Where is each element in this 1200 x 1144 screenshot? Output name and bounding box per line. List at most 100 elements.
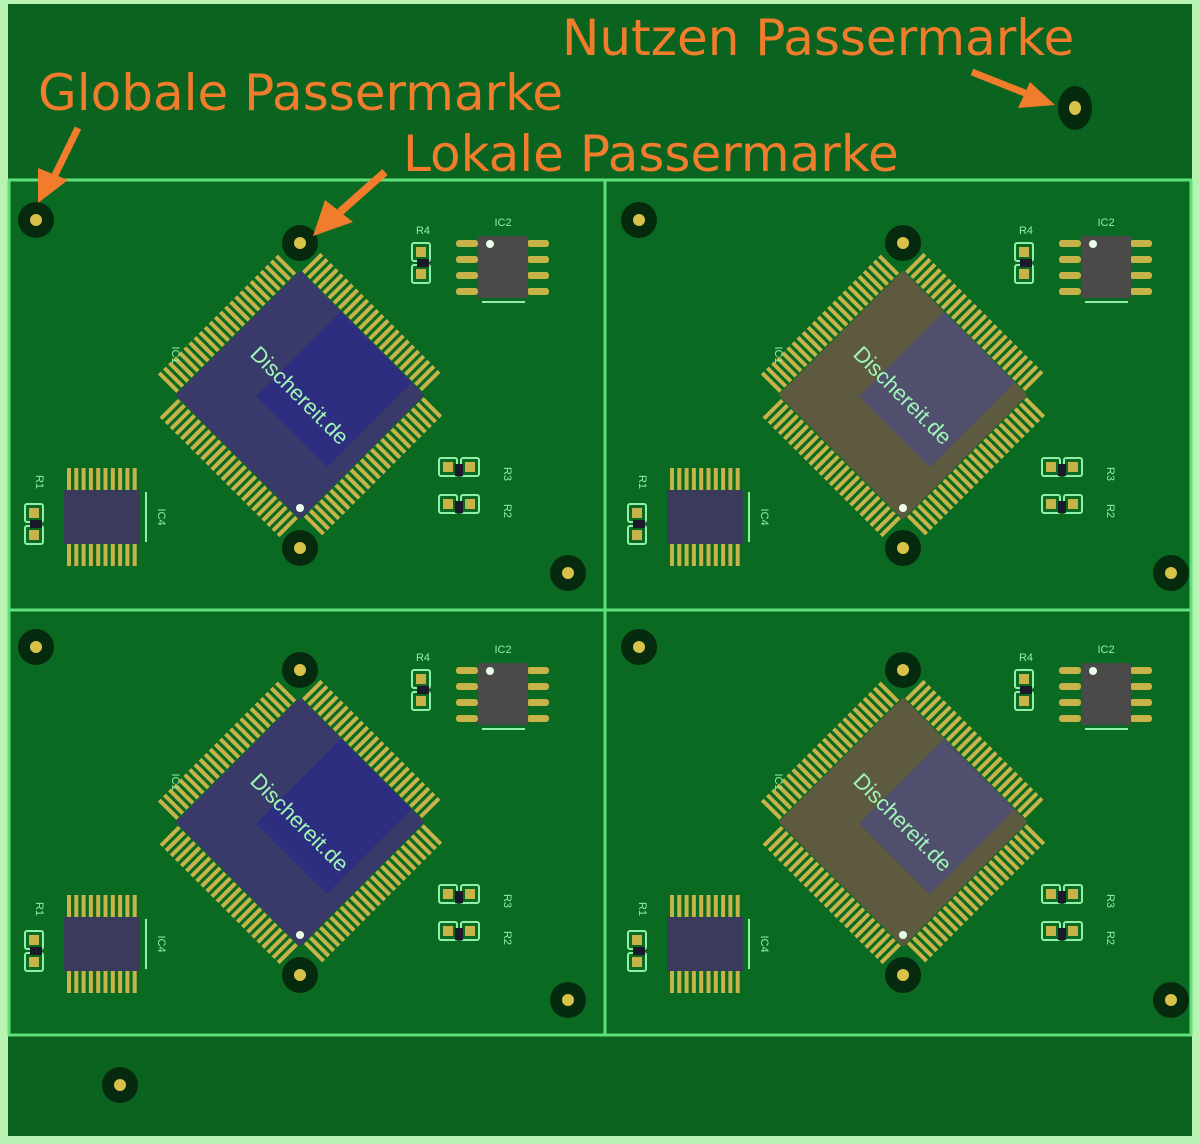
- qfp-pin: [842, 290, 864, 312]
- qfp-pin: [210, 876, 232, 898]
- qfp-pin: [862, 696, 884, 719]
- pin1-marker: [296, 931, 304, 939]
- designator-ic1: IC1: [169, 773, 181, 790]
- qfp-pin: [760, 798, 783, 820]
- qfp-pin: [159, 825, 181, 848]
- local-fiducial: [282, 225, 318, 261]
- qfp-pin: [976, 751, 998, 773]
- qfp-pin: [390, 427, 412, 449]
- top-rail: [8, 4, 1192, 178]
- ssop-pin: [125, 895, 130, 919]
- ssop-pin: [735, 468, 740, 492]
- ic2-body: [478, 236, 528, 298]
- qfp-pin: [1013, 407, 1035, 429]
- designator-ic1: IC1: [772, 773, 784, 790]
- qfp-pin: [218, 737, 241, 759]
- qfp-pin: [164, 403, 186, 426]
- soic-pin: [1059, 683, 1081, 690]
- designator-r4: R4: [416, 652, 430, 664]
- qfp-pin: [905, 252, 927, 275]
- qfp-pin: [261, 500, 283, 522]
- qfp-pin: [271, 937, 293, 960]
- qfp-pin: [859, 922, 881, 944]
- qfp-pin: [373, 324, 395, 346]
- soic-pin: [1059, 272, 1081, 279]
- qfp-pin: [1023, 397, 1046, 419]
- soic-pin: [456, 683, 478, 690]
- qfp-pin: [193, 763, 215, 785]
- qfp-pin: [224, 732, 246, 754]
- ssop-pin: [670, 969, 674, 993]
- ssop-pin: [684, 468, 689, 492]
- qfp-pin: [922, 498, 944, 521]
- qfp-pin: [971, 319, 993, 341]
- ssop-pin: [125, 969, 130, 993]
- qfp-pin: [798, 434, 820, 456]
- qfp-pin: [234, 295, 256, 317]
- qfp-pin: [303, 941, 326, 963]
- qfp-pin: [828, 892, 850, 914]
- qfp-pin: [788, 851, 810, 873]
- qfp-pin: [973, 875, 995, 897]
- designator-r2: R2: [1104, 504, 1116, 518]
- qfp-pin: [229, 727, 251, 749]
- qfp-pin: [354, 890, 376, 912]
- qfp-pin: [925, 273, 947, 295]
- qfp-pin: [952, 895, 974, 917]
- qfp-pin: [956, 730, 978, 752]
- qfp-pin: [1017, 364, 1039, 387]
- qfp-pin: [307, 684, 329, 707]
- qfp-pin: [781, 351, 803, 373]
- qfp-pin: [867, 691, 889, 713]
- corner-fiducial: [1153, 982, 1189, 1018]
- ssop-pin: [67, 969, 71, 993]
- designator-r3: R3: [501, 894, 513, 908]
- qfp-pin: [375, 869, 397, 892]
- qfp-pin: [271, 510, 293, 533]
- qfp-pin: [190, 856, 212, 878]
- qfp-pin: [213, 742, 236, 764]
- qfp-pin: [776, 783, 798, 805]
- qfp-pin: [274, 254, 297, 276]
- qfp-pin: [1012, 786, 1034, 808]
- pin1-marker: [296, 504, 304, 512]
- ssop-pin: [721, 468, 726, 492]
- qfp-pin: [359, 458, 382, 480]
- qfp-pin: [833, 470, 856, 492]
- qfp-pin: [317, 695, 339, 717]
- qfp-pin: [419, 796, 441, 819]
- qfp-pin: [230, 470, 253, 492]
- resistor-r4: [411, 669, 431, 711]
- ssop-pin: [125, 468, 130, 492]
- qfp-pin: [322, 273, 344, 295]
- ssop-pin: [706, 468, 711, 492]
- ssop-pin: [67, 895, 71, 919]
- qfp-pin: [837, 722, 859, 744]
- qfp-pin: [224, 305, 246, 327]
- qfp-pin: [765, 793, 788, 815]
- designator-r2: R2: [501, 504, 513, 518]
- resistor-r3: [1041, 457, 1083, 477]
- qfp-pin: [256, 495, 278, 517]
- qfp-pin: [981, 756, 1003, 778]
- qfp-pin-row: [905, 679, 1044, 819]
- qfp-pin: [767, 830, 789, 853]
- qfp-pin: [179, 419, 202, 441]
- ssop-pin: [110, 895, 115, 919]
- qfp-pin: [1003, 417, 1025, 439]
- qfp-pin: [905, 679, 927, 702]
- ssop-pin: [74, 895, 79, 919]
- resistor-r1: [24, 503, 44, 545]
- ssop-pin: [699, 468, 704, 492]
- qfp-pin: [793, 856, 815, 878]
- qfp-pin: [910, 257, 932, 280]
- qfp-pin: [874, 510, 896, 533]
- ic2-body: [1081, 236, 1131, 298]
- ssop-pin: [706, 895, 711, 919]
- qfp-pin: [993, 854, 1015, 876]
- corner-fiducial: [550, 555, 586, 591]
- qfp-pin: [183, 346, 205, 368]
- qfp-pin: [337, 288, 359, 310]
- qfp-pin: [813, 449, 835, 471]
